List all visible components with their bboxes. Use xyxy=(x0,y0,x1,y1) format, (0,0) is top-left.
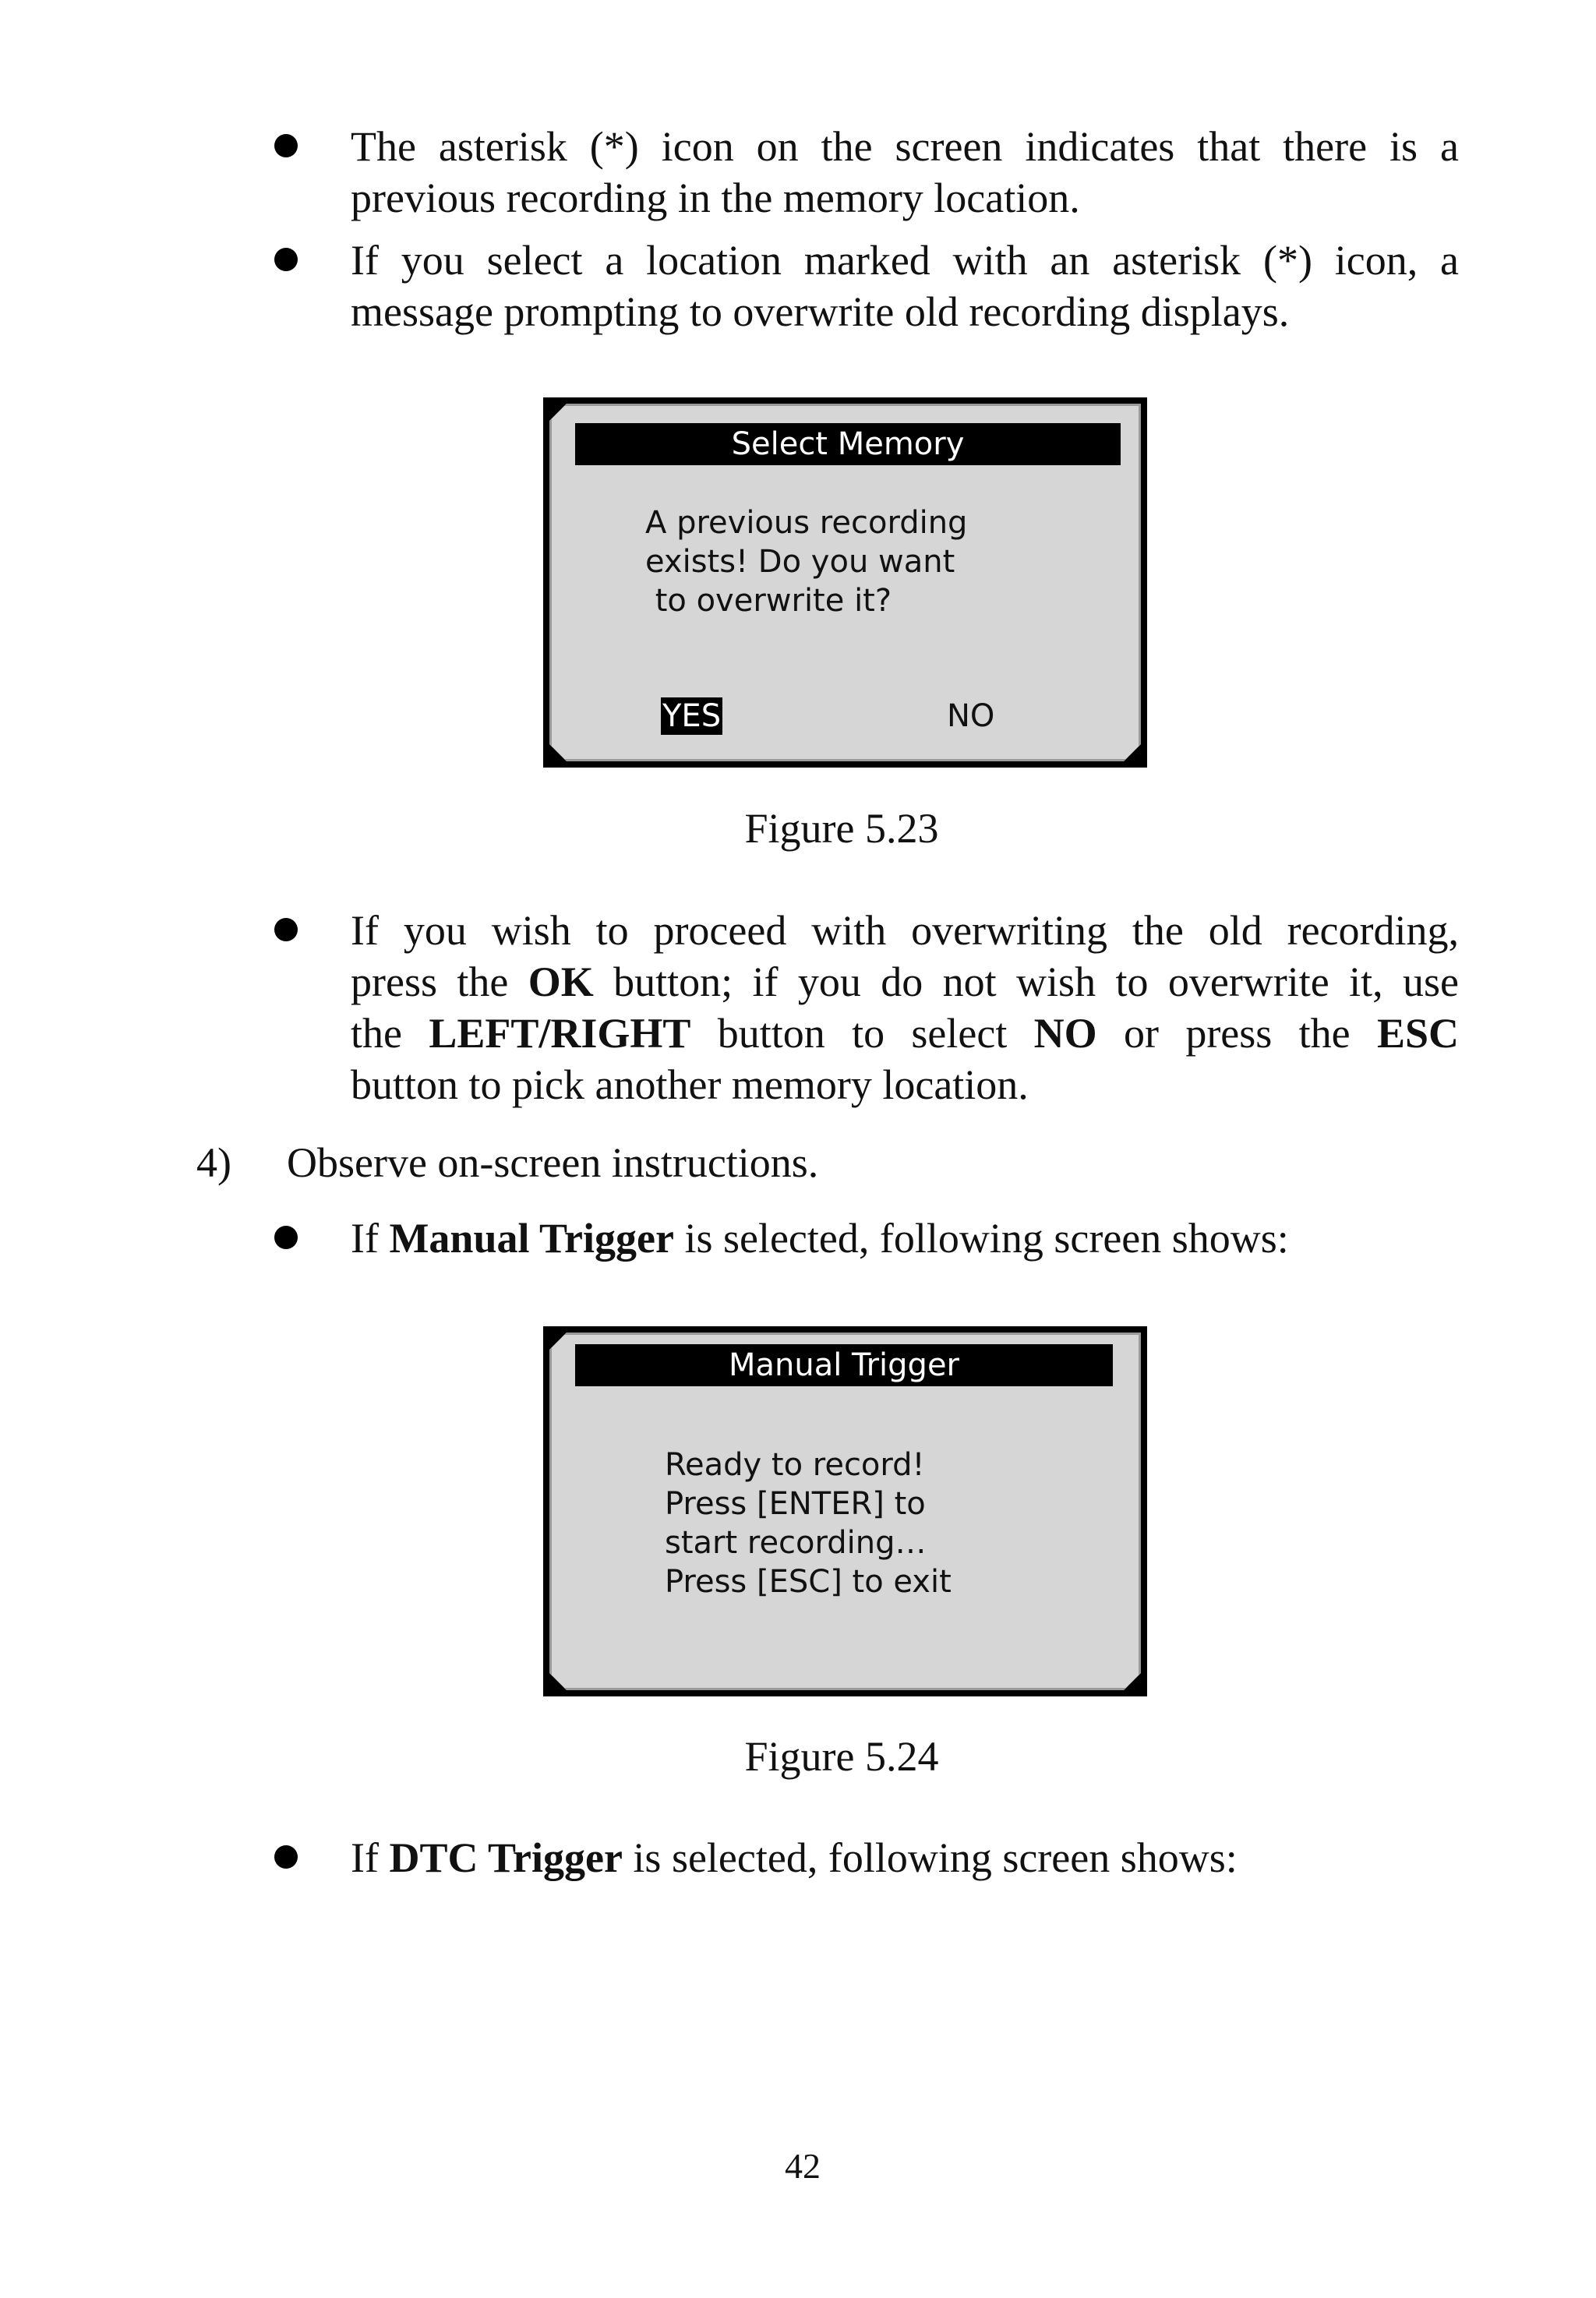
text-line: message prompting to overwrite old recor… xyxy=(351,288,1290,335)
text-run: press the xyxy=(351,958,528,1005)
paragraph-select-location: If you select a location marked with an … xyxy=(351,235,1459,337)
paragraph-manual-trigger: If Manual Trigger is selected, following… xyxy=(351,1213,1459,1264)
text-line: previous recording in the memory locatio… xyxy=(351,175,1080,221)
text-run: or press the xyxy=(1096,1010,1377,1057)
overwrite-message-line: to overwrite it? xyxy=(645,583,892,619)
instruction-line: Ready to record! xyxy=(665,1447,925,1483)
screen-title: Select Memory xyxy=(575,423,1121,465)
paragraph-dtc-trigger: If DTC Trigger is selected, following sc… xyxy=(351,1832,1459,1883)
text-line: If you wish to proceed with overwriting … xyxy=(351,907,1459,954)
left-right-keyword: LEFT/RIGHT xyxy=(429,1010,691,1057)
no-keyword: NO xyxy=(1033,1010,1097,1057)
ok-keyword: OK xyxy=(528,958,594,1005)
text-run: is selected, following screen shows: xyxy=(673,1215,1289,1262)
screen-title: Manual Trigger xyxy=(575,1344,1113,1386)
overwrite-message-line: exists! Do you want xyxy=(645,544,955,580)
bullet-dot xyxy=(274,918,298,941)
text-line: press the OK button; if you do not wish … xyxy=(351,956,1459,1008)
instruction-line: Press [ENTER] to xyxy=(665,1486,926,1522)
figure-caption: Figure 5.24 xyxy=(744,1733,939,1780)
screen-display: Select Memory A previous recording exist… xyxy=(549,404,1141,761)
bullet-dot xyxy=(274,1226,298,1249)
step-number: 4) xyxy=(196,1139,231,1186)
paragraph-asterisk-icon: The asterisk (*) icon on the screen indi… xyxy=(351,121,1459,224)
no-option[interactable]: NO xyxy=(947,698,995,734)
screen-display: Manual Trigger Ready to record! Press [E… xyxy=(549,1333,1141,1690)
bullet-dot xyxy=(274,248,298,271)
overwrite-message-line: A previous recording xyxy=(645,505,968,541)
device-screen-manual-trigger: Manual Trigger Ready to record! Press [E… xyxy=(543,1326,1147,1696)
step-text: Observe on-screen instructions. xyxy=(287,1139,819,1186)
manual-trigger-keyword: Manual Trigger xyxy=(389,1215,674,1262)
text-line: the LEFT/RIGHT button to select NO or pr… xyxy=(351,1008,1459,1059)
text-line: The asterisk (*) icon on the screen indi… xyxy=(351,123,1459,170)
page-number: 42 xyxy=(785,2146,821,2186)
bullet-dot xyxy=(274,134,298,157)
paragraph-proceed-overwrite: If you wish to proceed with overwriting … xyxy=(351,905,1459,1110)
text-run: button; if you do not wish to overwrite … xyxy=(593,958,1460,1005)
text-run: If xyxy=(351,1215,390,1262)
instruction-line: start recording… xyxy=(665,1525,927,1561)
yes-option[interactable]: YES xyxy=(662,698,722,734)
figure-caption: Figure 5.23 xyxy=(744,805,939,852)
text-line: If you select a location marked with an … xyxy=(351,237,1459,284)
text-run: the xyxy=(351,1010,429,1057)
text-line: button to pick another memory location. xyxy=(351,1061,1029,1108)
device-screen-select-memory: Select Memory A previous recording exist… xyxy=(543,397,1147,768)
dtc-trigger-keyword: DTC Trigger xyxy=(389,1834,623,1881)
text-run: is selected, following screen shows: xyxy=(622,1834,1238,1881)
text-run: If xyxy=(351,1834,390,1881)
instruction-line: Press [ESC] to exit xyxy=(665,1564,952,1600)
esc-keyword: ESC xyxy=(1376,1010,1459,1057)
text-run: button to select xyxy=(690,1010,1034,1057)
bullet-dot xyxy=(274,1845,298,1869)
